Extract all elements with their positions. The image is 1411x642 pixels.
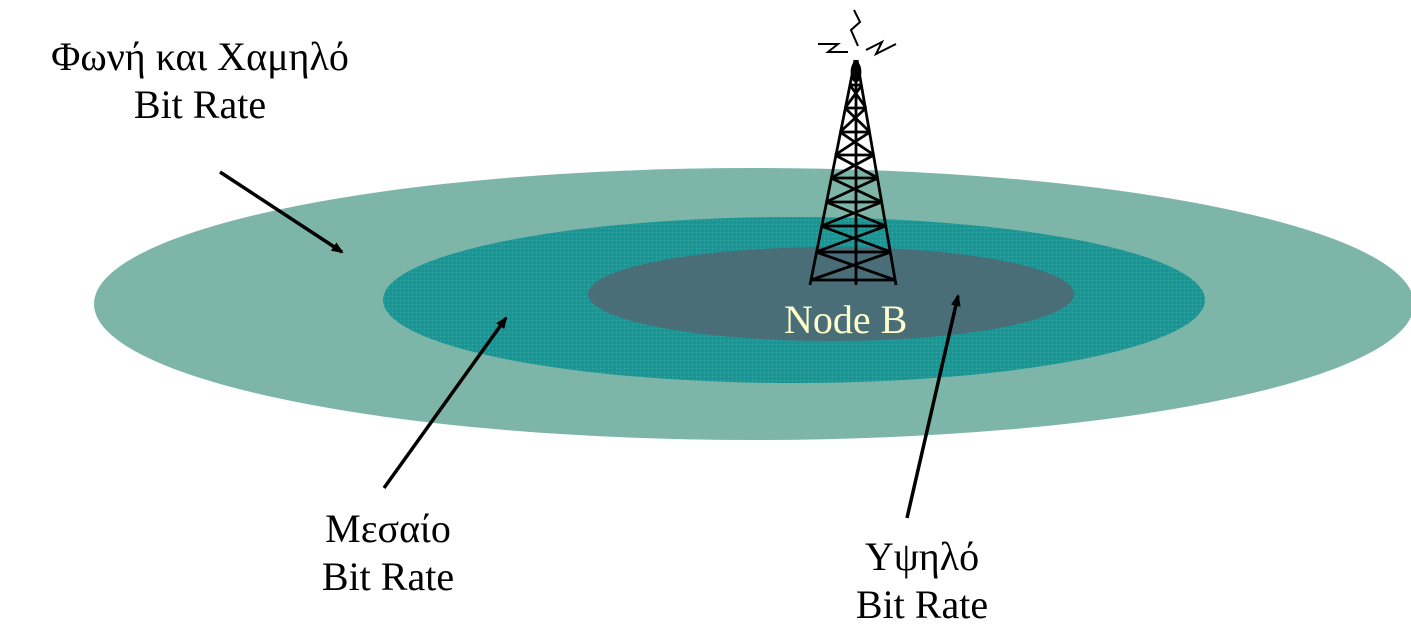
arrow-to-low-zone	[219, 170, 344, 254]
high-rate-label: Υψηλό Bit Rate	[792, 533, 1052, 629]
arrow-to-high-zone	[905, 294, 961, 519]
node-b-label: Node B	[784, 297, 908, 342]
low-rate-label: Φωνή και Χαμηλό Bit Rate	[10, 33, 390, 129]
low-rate-label-line1: Φωνή και Χαμηλό	[51, 34, 349, 79]
high-rate-label-line1: Υψηλό	[864, 534, 980, 579]
medium-rate-label-line2: Bit Rate	[321, 554, 455, 599]
medium-rate-label-line1: Μεσαίο	[325, 506, 451, 551]
low-rate-label-line2: Bit Rate	[133, 82, 267, 127]
cell-tower-icon	[808, 59, 898, 286]
medium-rate-label: Μεσαίο Bit Rate	[268, 505, 508, 601]
high-rate-label-line2: Bit Rate	[855, 582, 989, 627]
signal-waves-icon	[818, 9, 897, 57]
arrow-to-medium-zone	[382, 316, 508, 490]
